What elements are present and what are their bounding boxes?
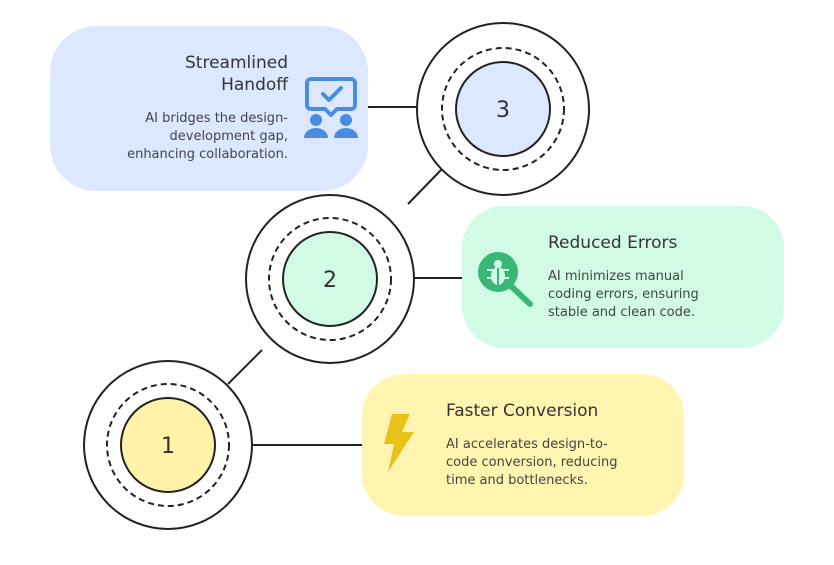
streamlined-handoff-text: Streamlined Handoff AI bridges the desig… — [88, 52, 288, 164]
reduced-errors-desc-line1: AI minimizes manual — [548, 269, 684, 284]
lightning-icon — [384, 414, 414, 472]
reduced-errors-desc-line2: coding errors, ensuring — [548, 287, 699, 302]
reduced-errors-text: Reduced Errors AI minimizes manual codin… — [548, 232, 768, 322]
bug-search-icon — [478, 252, 533, 307]
faster-conversion-desc-line1: AI accelerates design-to- — [446, 437, 608, 452]
faster-conversion-desc-line3: time and bottlenecks. — [446, 473, 588, 488]
card-reduced-errors — [462, 206, 784, 348]
step-2-node: 2 — [245, 194, 415, 364]
streamlined-handoff-desc-line1: AI bridges the design- — [145, 111, 288, 126]
card-streamlined-handoff — [50, 26, 368, 191]
streamlined-handoff-desc-line2: development gap, — [169, 129, 289, 144]
link-1-to-2 — [227, 349, 263, 385]
step-2-number: 2 — [323, 268, 337, 293]
reduced-errors-desc-line3: stable and clean code. — [548, 305, 695, 320]
step-1-number: 1 — [161, 434, 175, 459]
card-faster-conversion — [362, 374, 684, 516]
step-1-node: 1 — [83, 360, 253, 530]
step-3-number: 3 — [496, 98, 510, 123]
streamlined-handoff-title-line2: Handoff — [221, 75, 288, 95]
faster-conversion-desc-line2: code conversion, reducing — [446, 455, 618, 470]
faster-conversion-title: Faster Conversion — [446, 401, 599, 421]
faster-conversion-text: Faster Conversion AI accelerates design-… — [446, 400, 676, 490]
link-2-to-3 — [407, 169, 442, 205]
streamlined-handoff-desc-line3: enhancing collaboration. — [127, 147, 288, 162]
chat-users-icon — [304, 77, 358, 138]
reduced-errors-title: Reduced Errors — [548, 233, 678, 253]
streamlined-handoff-title-line1: Streamlined — [185, 53, 288, 73]
step-3-node: 3 — [416, 22, 590, 196]
